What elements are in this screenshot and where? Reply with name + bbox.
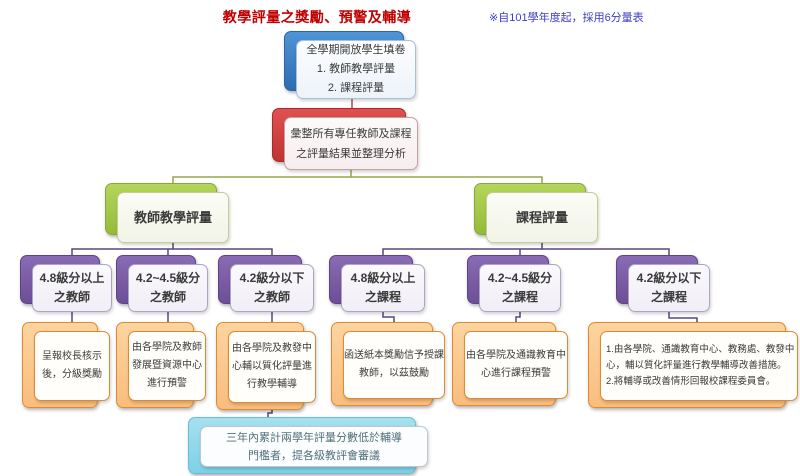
node-card: 由各學院及教發中 心輔以質化評量進 行教學輔導 (228, 331, 316, 403)
level-line: 4.8級分以上 (350, 271, 416, 285)
node-card: 由各學院及通識教育中 心進行課程預警 (464, 331, 568, 399)
action-line: 發展暨資源中心 (132, 360, 202, 371)
survey-line: 全學期開放學生填卷 (306, 44, 406, 56)
action-line: 函送紙本獎勵信予授課 (344, 350, 444, 361)
followup-line: 門檻者，提各級教評會審議 (248, 449, 380, 462)
node-card: 呈報校長核示 後，分級獎勵 (34, 331, 110, 401)
node-student-survey-card: 全學期開放學生填卷 1. 教師教學評量 2. 課程評量 (296, 40, 416, 99)
node-student-survey: 全學期開放學生填卷 1. 教師教學評量 2. 課程評量 (284, 31, 416, 99)
node-aggregate-card: 彙整所有專任教師及課程 之評量結果並整理分析 (284, 117, 418, 170)
action-line: 2.將輔導或改善情形回報校課程委員會。 (606, 376, 776, 387)
node-card: 4.8級分以上 之課程 (341, 264, 425, 312)
node-teacher-action-reward: 呈報校長核示 後，分級獎勵 (22, 322, 110, 408)
node-card: 1.由各學院、通識教育中心、教務處、教發中 心，輔以質化評量進行教學輔導改善措施… (600, 331, 798, 401)
aggregate-line: 之評量結果並整理分析 (296, 147, 406, 160)
node-teacher-evaluation-card: 教師教學評量 (117, 192, 229, 243)
node-card: 4.2級分以下 之課程 (628, 264, 710, 312)
node-course-action-improvement: 1.由各學院、通識教育中心、教務處、教發中 心，輔以質化評量進行教學輔導改善措施… (588, 322, 798, 408)
action-line: 進行預警 (147, 378, 187, 389)
action-line: 呈報校長核示 (42, 351, 102, 362)
node-teacher-action-counseling: 由各學院及教發中 心輔以質化評量進 行教學輔導 (216, 322, 316, 410)
survey-line: 2. 課程評量 (327, 82, 385, 94)
node-course-level-below-4-2: 4.2級分以下 之課程 (616, 255, 710, 312)
level-line: 之教師 (149, 290, 186, 304)
action-line: 由各學院及教師 (132, 342, 202, 353)
node-card: 4.2~4.5級分 之教師 (128, 264, 208, 312)
level-line: 之課程 (501, 290, 538, 304)
level-line: 之課程 (650, 290, 687, 304)
level-line: 4.2級分以下 (636, 271, 702, 285)
node-course-evaluation-card: 課程評量 (486, 192, 598, 243)
scale-note: ※自101學年度起，採用6分量表 (489, 12, 644, 24)
action-line: 心輔以質化評量進 (232, 361, 312, 372)
action-line: 由各學院及通識教育中 (466, 350, 566, 361)
node-teacher-level-4-2-4-5: 4.2~4.5級分 之教師 (116, 255, 208, 312)
course-evaluation-label: 課程評量 (515, 209, 568, 225)
node-card: 4.2級分以下 之教師 (230, 264, 314, 312)
connector-course-level3 (542, 248, 670, 255)
teacher-evaluation-label: 教師教學評量 (133, 209, 212, 225)
node-teacher-evaluation: 教師教學評量 (105, 183, 229, 243)
connector-clevel1-action (382, 312, 395, 322)
node-card: 三年內累計兩學年評量分數低於輔導 門檻者，提各級教評會審議 (200, 426, 428, 467)
connector-teacher-level1 (71, 243, 174, 255)
node-teacher-action-warning: 由各學院及教師 發展暨資源中心 進行預警 (116, 322, 206, 408)
connector-clevel2-action (515, 312, 521, 322)
level-line: 4.8級分以上 (39, 271, 105, 285)
connector-aggregate-teacher (172, 170, 352, 183)
action-line: 心，輔以質化評量進行教學輔導改善措施。 (606, 360, 787, 371)
level-line: 之課程 (364, 290, 401, 304)
action-line: 由各學院及教發中 (232, 343, 312, 354)
level-line: 4.2~4.5級分 (487, 271, 553, 285)
node-course-level-4-2-4-5: 4.2~4.5級分 之課程 (467, 255, 561, 312)
action-line: 後，分級獎勵 (42, 369, 102, 380)
level-line: 之教師 (253, 290, 290, 304)
level-line: 之教師 (53, 290, 90, 304)
node-course-level-above-4-8: 4.8級分以上 之課程 (329, 255, 425, 312)
action-line: 心進行課程預警 (481, 368, 551, 379)
node-card: 4.2~4.5級分 之課程 (479, 264, 561, 312)
level-line: 4.2級分以下 (239, 271, 305, 285)
node-course-action-warning: 由各學院及通識教育中 心進行課程預警 (452, 322, 568, 406)
connector-clevel3-action (668, 312, 698, 324)
connector-aggregate-course (351, 176, 543, 183)
action-line: 行教學輔導 (247, 379, 297, 390)
page-title: 教學評量之獎勵、預警及輔導 (222, 9, 412, 25)
node-course-action-reward-letter: 函送紙本獎勵信予授課 教師，以茲鼓勵 (331, 322, 445, 406)
node-course-evaluation: 課程評量 (474, 183, 598, 243)
node-card: 4.8級分以上 之教師 (32, 264, 112, 312)
connector-action-followup (267, 410, 273, 418)
followup-line: 三年內累計兩學年評量分數低於輔導 (226, 431, 402, 444)
node-teacher-level-above-4-8: 4.8級分以上 之教師 (20, 255, 112, 312)
connector-teacher-level3 (173, 248, 273, 255)
survey-line: 1. 教師教學評量 (316, 63, 396, 75)
node-card: 由各學院及教師 發展暨資源中心 進行預警 (128, 331, 206, 401)
node-review-committee: 三年內累計兩學年評量分數低於輔導 門檻者，提各級教評會審議 (188, 417, 428, 474)
node-teacher-level-below-4-2: 4.2級分以下 之教師 (218, 255, 314, 312)
node-aggregate-results: 彙整所有專任教師及課程 之評量結果並整理分析 (272, 108, 418, 170)
aggregate-line: 彙整所有專任教師及課程 (290, 127, 412, 140)
level-line: 4.2~4.5級分 (135, 271, 201, 285)
action-line: 1.由各學院、通識教育中心、教務處、教發中 (606, 344, 795, 355)
action-line: 教師，以茲鼓勵 (359, 368, 429, 379)
connector-course-level1 (382, 243, 543, 255)
node-card: 函送紙本獎勵信予授課 教師，以茲鼓勵 (343, 331, 445, 399)
